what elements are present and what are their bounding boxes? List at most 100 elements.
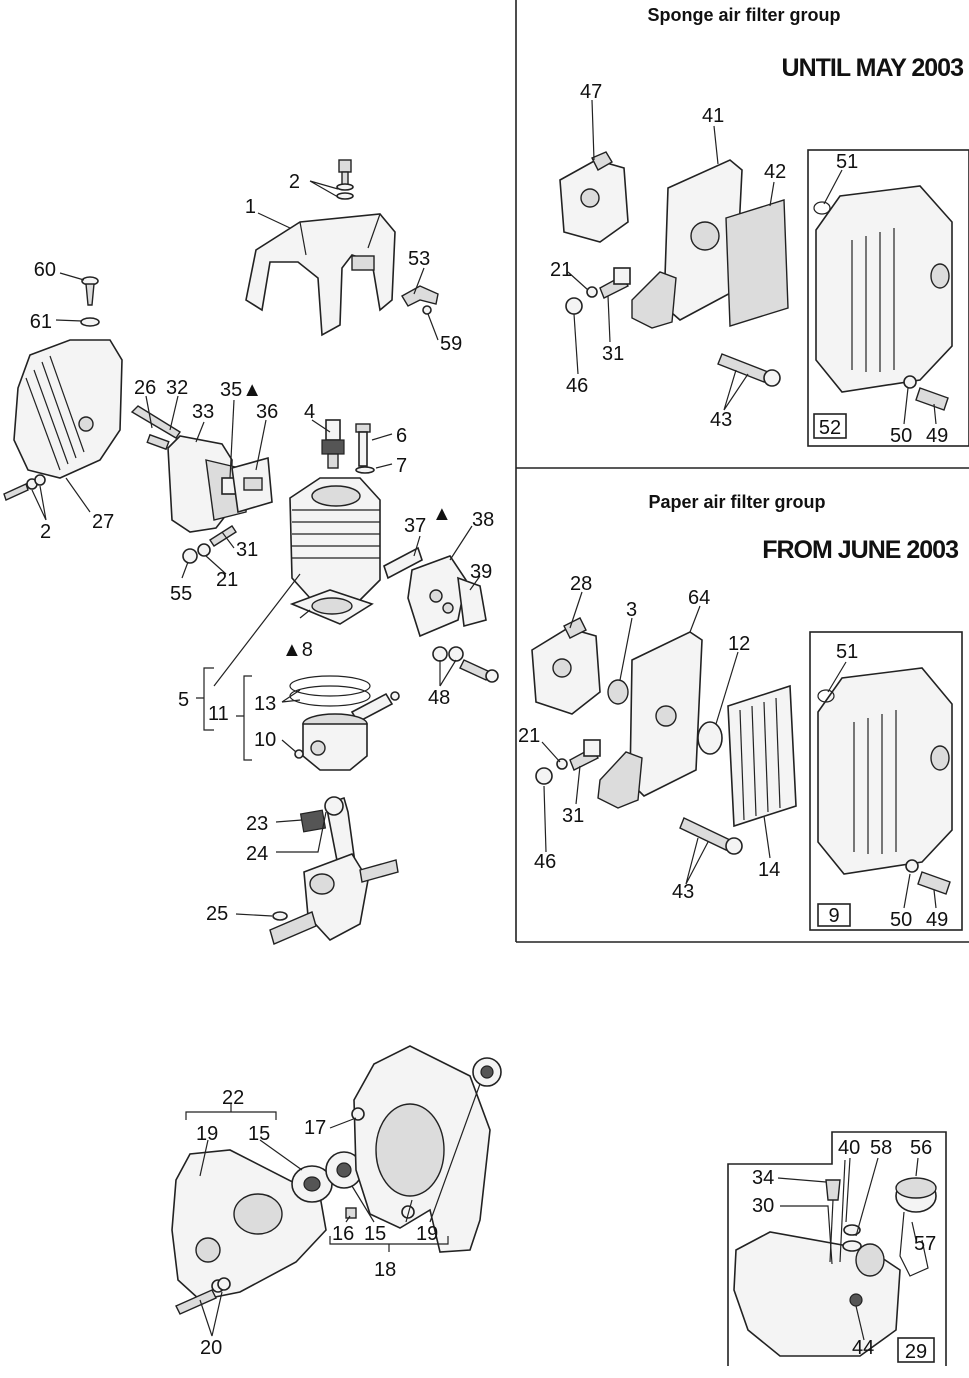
crankshaft: [269, 796, 399, 945]
intake-manifold: [383, 546, 487, 638]
crankcase-callout-22: 22: [222, 1087, 244, 1109]
cylinder: [289, 477, 381, 601]
paper-callout-31: 31: [562, 805, 584, 827]
callout-1: 1: [245, 196, 256, 218]
muffler-cover: [13, 339, 123, 479]
callout-8: ▲8: [282, 639, 313, 661]
paper-callout-3: 3: [626, 599, 637, 621]
cover-screw-60: [80, 276, 100, 327]
tank-callout-58: 58: [870, 1137, 892, 1159]
tank-callout-56: 56: [910, 1137, 932, 1159]
spark-plug: [321, 419, 345, 469]
callout-26: 26: [134, 377, 156, 399]
callout-4: 4: [304, 401, 315, 423]
muffler-gasket: [231, 456, 273, 514]
cable-clip: [401, 285, 439, 315]
sponge-callout-50: 50: [890, 425, 912, 447]
callout-39: 39: [470, 561, 492, 583]
crankcase-callout-17: 17: [304, 1117, 326, 1139]
cylinder-gasket: [289, 589, 374, 625]
callout-53: 53: [408, 248, 430, 270]
callout-31-main: 31: [236, 539, 258, 561]
callout-27: 27: [92, 511, 114, 533]
sponge-panel-banner: UNTIL MAY 2003: [782, 54, 964, 82]
sponge-callout-51: 51: [836, 151, 858, 173]
crankcase-callouts: 22 19 15 17 16 15 19 18 20: [196, 1087, 438, 1359]
callout-37: 37: [404, 515, 426, 537]
muffler-bolt: [130, 405, 181, 451]
tank-callout-40: 40: [838, 1137, 860, 1159]
paper-callouts: 28 3 64 12 51 21 31 46 43 14 50 49 9: [518, 573, 948, 931]
leader-lines-main: [31, 180, 481, 917]
sponge-callouts: 47 41 42 51 21 31 46 43 50 49 52: [550, 81, 948, 447]
paper-box-label: 9: [828, 905, 839, 927]
crankcase-callout-18: 18: [374, 1259, 396, 1281]
paper-callout-28: 28: [570, 573, 592, 595]
callout-5: 5: [178, 689, 189, 711]
paper-callout-21: 21: [518, 725, 540, 747]
paper-callout-64: 64: [688, 587, 710, 609]
engine-top-cover: [245, 213, 396, 337]
sponge-panel-parts: [559, 149, 969, 447]
crankcase-callout-19-left: 19: [196, 1123, 218, 1145]
sponge-panel-title: Sponge air filter group: [647, 5, 840, 25]
callout-11: 11: [208, 703, 229, 725]
sponge-callout-49: 49: [926, 425, 948, 447]
fuel-tank-callouts: 34 40 58 56 30 57 44 29: [752, 1137, 936, 1363]
callout-24: 24: [246, 843, 268, 865]
piston-rings: [289, 675, 371, 707]
callout-6: 6: [396, 425, 407, 447]
callout-55: 55: [170, 583, 192, 605]
paper-callout-46: 46: [534, 851, 556, 873]
callout-48: 48: [428, 687, 450, 709]
callout-59: 59: [440, 333, 462, 355]
crankcase-callout-20: 20: [200, 1337, 222, 1359]
callout-36: 36: [256, 401, 278, 423]
paper-panel-parts: [531, 617, 963, 931]
top-screw: [336, 159, 354, 200]
intake-bolts: [432, 646, 499, 683]
crankcase-callout-15-left: 15: [248, 1123, 270, 1145]
callout-2-top: 2: [289, 171, 300, 193]
paper-callout-14: 14: [758, 859, 780, 881]
crankcase-callout-15-right: 15: [364, 1223, 386, 1245]
callout-23: 23: [246, 813, 268, 835]
tank-callout-34: 34: [752, 1167, 774, 1189]
paper-panel-title: Paper air filter group: [648, 492, 825, 512]
tank-callout-57: 57: [914, 1233, 936, 1255]
sponge-callout-31: 31: [602, 343, 624, 365]
sponge-callout-41: 41: [702, 105, 724, 127]
paper-callout-12: 12: [728, 633, 750, 655]
callouts-main: 2 1 60 61 53 59 26 32 33 35▲ 36 4 6 7 27…: [30, 171, 495, 925]
sponge-callout-21: 21: [550, 259, 572, 281]
callout-33: 33: [192, 401, 214, 423]
tank-box-label: 29: [905, 1341, 927, 1363]
paper-callout-43: 43: [672, 881, 694, 903]
fuel-tank-leader-lines: [777, 1157, 919, 1341]
panel-frames: [515, 0, 969, 943]
callout-25: 25: [206, 903, 228, 925]
callout-21-main: 21: [216, 569, 238, 591]
paper-panel-banner: FROM JUNE 2003: [762, 536, 958, 564]
muffler-screw: [182, 525, 237, 564]
callout-61: 61: [30, 311, 52, 333]
paper-leader-lines: [541, 591, 937, 909]
tank-callout-30: 30: [752, 1195, 774, 1217]
piston: [294, 713, 368, 771]
sponge-callout-43: 43: [710, 409, 732, 431]
paper-callout-51: 51: [836, 641, 858, 663]
callout-32: 32: [166, 377, 188, 399]
crankcase-callout-19-right: 19: [416, 1223, 438, 1245]
callout-35: 35▲: [220, 379, 262, 401]
callout-10: 10: [254, 729, 276, 751]
callout-2-left: 2: [40, 521, 51, 543]
crankcase-leader-lines: [199, 1083, 481, 1337]
sponge-leader-lines: [567, 99, 937, 425]
crankcase-parts: [171, 1045, 502, 1315]
sponge-callout-46: 46: [566, 375, 588, 397]
fuel-tank-parts: [727, 1131, 947, 1366]
paper-callout-49: 49: [926, 909, 948, 931]
muffler-cover-screws: [3, 474, 46, 501]
